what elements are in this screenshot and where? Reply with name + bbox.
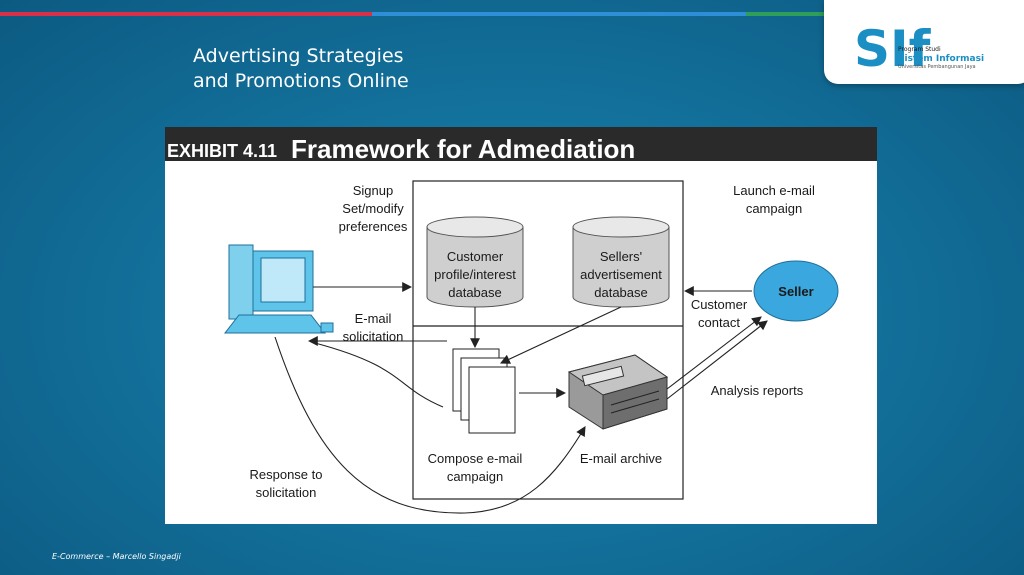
- logo-line1: Program Studi: [898, 46, 941, 53]
- seller-label: Seller: [778, 284, 813, 299]
- admediation-box: [412, 180, 684, 500]
- email-documents-icon: [452, 348, 516, 434]
- launch-label-2: campaign: [746, 201, 802, 216]
- sellers-db-label-2: advertisement: [580, 267, 662, 282]
- sellers-database-icon: [572, 216, 670, 308]
- exhibit-number: EXHIBIT 4.11: [167, 141, 277, 161]
- logo-mark: SIf: [854, 20, 932, 78]
- signup-label-2: Set/modify: [342, 201, 404, 216]
- admediation-diagram: EXHIBIT 4.11 Framework for Admediation C…: [165, 127, 877, 514]
- compose-label-2: campaign: [447, 469, 503, 484]
- exhibit-figure: EXHIBIT 4.11 Framework for Admediation C…: [165, 127, 877, 524]
- email-solicitation-label-1: E-mail: [355, 311, 392, 326]
- launch-label-1: Launch e-mail: [733, 183, 815, 198]
- program-logo: SIf Program Studi Sistem Informasi Unive…: [854, 20, 984, 78]
- footer-text: E-Commerce – Marcello Singadji: [52, 552, 181, 561]
- exhibit-title: Framework for Admediation: [291, 134, 635, 164]
- slide-title-line2: and Promotions Online: [193, 70, 409, 92]
- arrow-docs-curve: [314, 342, 444, 408]
- logo-line3: Universitas Pembangunan Jaya: [898, 64, 976, 70]
- sellers-db-label-3: database: [594, 285, 648, 300]
- customer-contact-label-1: Customer: [691, 297, 748, 312]
- customer-contact-label-2: contact: [698, 315, 740, 330]
- arrow-sellers-to-docs: [500, 306, 622, 364]
- sellers-db-label-1: Sellers': [600, 249, 642, 264]
- analysis-label: Analysis reports: [711, 383, 804, 398]
- logo-card: SIf Program Studi Sistem Informasi Unive…: [824, 0, 1024, 84]
- flow-arrows: [274, 282, 768, 514]
- customer-db-label-1: Customer: [447, 249, 504, 264]
- archive-label: E-mail archive: [580, 451, 662, 466]
- printer-archive-icon: [567, 354, 669, 430]
- compose-label-1: Compose e-mail: [428, 451, 523, 466]
- customer-db-label-2: profile/interest: [434, 267, 516, 282]
- computer-icon: [223, 244, 334, 334]
- logo-line2: Sistem Informasi: [898, 54, 984, 64]
- top-line-blue: [372, 12, 746, 16]
- customer-database-icon: [426, 216, 524, 308]
- seller-node: [753, 260, 839, 322]
- arrow-launch-campaign: [666, 316, 762, 390]
- response-label-1: Response to: [250, 467, 323, 482]
- arrow-response-to-archive: [274, 336, 586, 514]
- customer-db-label-3: database: [448, 285, 502, 300]
- top-line-red: [0, 12, 372, 16]
- response-label-2: solicitation: [256, 485, 317, 500]
- top-line-green: [746, 12, 836, 16]
- slide-title: Advertising Strategies and Promotions On…: [193, 44, 409, 94]
- email-solicitation-label-2: solicitation: [343, 329, 404, 344]
- exhibit-header-band: [165, 127, 877, 161]
- signup-label-3: preferences: [339, 219, 408, 234]
- signup-label-1: Signup: [353, 183, 393, 198]
- slide-title-line1: Advertising Strategies: [193, 45, 404, 67]
- arrow-analysis-reports: [666, 320, 768, 400]
